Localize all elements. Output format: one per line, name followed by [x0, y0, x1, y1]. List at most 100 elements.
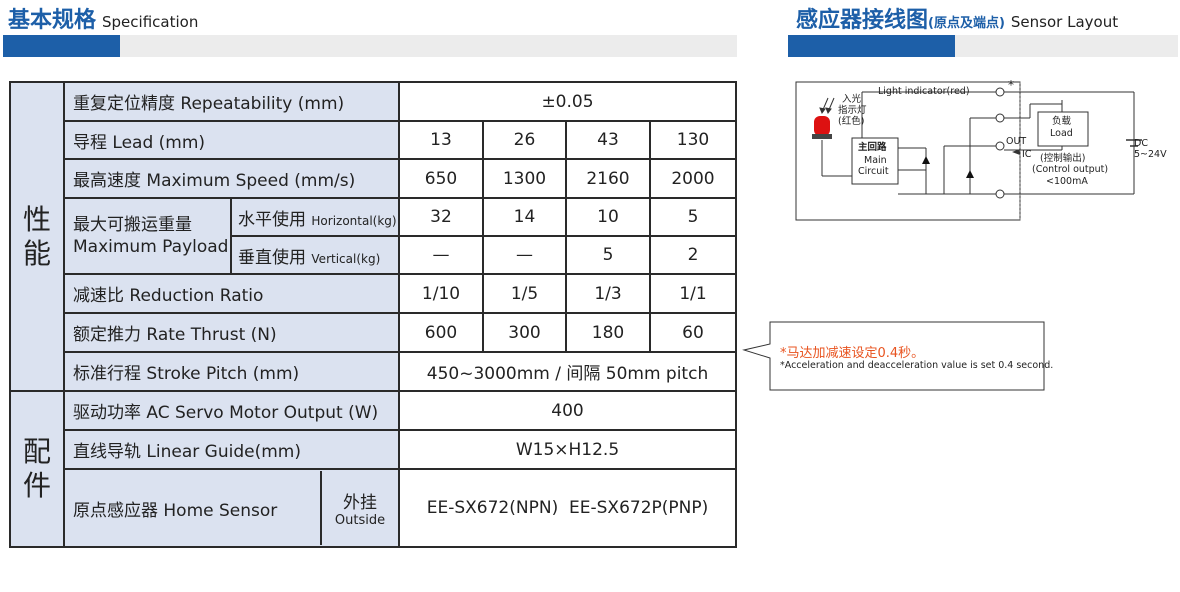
- zener-icon: [966, 170, 974, 178]
- sensor-diagram: Light indicator(red) * 入光 指示灯 (红色) 主回路 M…: [794, 78, 1178, 224]
- table-row: 最大可搬运重量 Maximum Payload 水平使用 Horizontal(…: [10, 197, 737, 275]
- zener-icon: [922, 156, 930, 164]
- table-row: 配 件 驱动功率 AC Servo Motor Output (W) 400: [9, 390, 737, 548]
- speed-value: 1300: [482, 158, 567, 199]
- horizontal-value: 32: [398, 197, 484, 237]
- thrust-value: 180: [565, 312, 651, 353]
- load-cn: 负载: [1052, 116, 1072, 127]
- spec-title: 基本规格 Specification: [8, 2, 198, 34]
- control-output-en: (Control output): [1032, 164, 1109, 175]
- table-row: 垂直使用 Vertical(kg) — — 5 2: [10, 235, 737, 275]
- main-circuit-en1: Main: [864, 155, 887, 166]
- lead-value: 26: [482, 120, 567, 160]
- lead-label: 导程 Lead (mm): [63, 120, 400, 160]
- load-box: [1037, 111, 1089, 147]
- ratio-label: 减速比 Reduction Ratio: [63, 273, 400, 314]
- load-en: Load: [1050, 128, 1073, 139]
- lamp-label-cn2: 指示灯: [838, 105, 867, 116]
- table-row: 导程 Lead (mm) 13 26 43 130: [10, 120, 737, 160]
- table-row: 减速比 Reduction Ratio 1/10 1/5 1/3 1/1: [10, 273, 737, 314]
- section-accessories: 配 件: [9, 390, 65, 548]
- horizontal-label: 水平使用 Horizontal(kg): [230, 197, 400, 237]
- lead-value: 13: [398, 120, 484, 160]
- sensor-title-bar: [788, 35, 1178, 57]
- lead-value: 43: [565, 120, 651, 160]
- terminal-plus: [995, 87, 1005, 97]
- main-circuit-box: [851, 137, 899, 185]
- spec-title-bar: [3, 35, 737, 57]
- note-en: *Acceleration and deacceleration value i…: [780, 360, 1054, 371]
- sensor-label: 原点感应器 Home Sensor 外挂 Outside: [63, 468, 400, 548]
- out-label: OUT: [1006, 136, 1027, 147]
- speed-value: 2160: [565, 158, 651, 199]
- spec-table: 性 能 重复定位精度 Repeatability (mm) ±0.05 导程 L…: [9, 81, 737, 548]
- table-row: 性 能 重复定位精度 Repeatability (mm) ±0.05: [9, 81, 737, 392]
- table-row: 直线导轨 Linear Guide(mm) W15×H12.5: [10, 429, 737, 470]
- payload-label-en: Maximum Payload: [73, 237, 229, 257]
- terminal-l: [995, 113, 1005, 123]
- sensor-title-cn: 感应器接线图: [796, 8, 929, 33]
- lead-value: 130: [649, 120, 737, 160]
- outside-en: Outside: [334, 513, 386, 528]
- payload-label: 最大可搬运重量 Maximum Payload: [63, 197, 232, 275]
- lamp-icon: [814, 116, 830, 136]
- sensor-label-text: 原点感应器 Home Sensor: [73, 500, 278, 521]
- ic-label: IC: [1022, 149, 1032, 160]
- vertical-value: 5: [565, 235, 651, 275]
- outside-cn: 外挂: [343, 493, 377, 513]
- note-callout: [742, 321, 1045, 391]
- lamp-label-cn1: 入光: [842, 94, 862, 105]
- table-row: 原点感应器 Home Sensor 外挂 Outside EE-SX672(NP…: [10, 468, 737, 548]
- thrust-value: 600: [398, 312, 484, 353]
- table-row: 标准行程 Stroke Pitch (mm) 450~3000mm / 间隔 5…: [10, 351, 737, 392]
- current-label: <100mA: [1046, 176, 1088, 187]
- stroke-value: 450~3000mm / 间隔 50mm pitch: [398, 351, 737, 392]
- vertical-value: —: [482, 235, 567, 275]
- spec-title-cn: 基本规格: [8, 8, 97, 33]
- sensor-value: EE-SX672(NPN) EE-SX672P(PNP): [398, 468, 737, 548]
- thrust-value: 300: [482, 312, 567, 353]
- wiring-svg: [795, 81, 1142, 221]
- vertical-value: 2: [649, 235, 737, 275]
- control-output-cn: (控制输出): [1040, 153, 1086, 164]
- section-performance: 性 能: [9, 81, 65, 392]
- horizontal-value: 14: [482, 197, 567, 237]
- table-row: 额定推力 Rate Thrust (N) 600 300 180 60: [10, 312, 737, 353]
- thrust-value: 60: [649, 312, 737, 353]
- lamp-label-cn3: (红色): [838, 116, 865, 127]
- note-cn: *马达加减速设定0.4秒。: [780, 346, 925, 361]
- dc-label: DC: [1134, 138, 1148, 149]
- terminal-minus: [995, 189, 1005, 199]
- ratio-value: 1/1: [649, 273, 737, 314]
- spec-title-en: Specification: [102, 13, 199, 31]
- sensor-box: [795, 81, 1021, 221]
- guide-value: W15×H12.5: [398, 429, 737, 470]
- guide-label: 直线导轨 Linear Guide(mm): [63, 429, 400, 470]
- sensor-layout-title: 感应器接线图(原点及端点) Sensor Layout: [796, 2, 1118, 34]
- terminal-out: [995, 141, 1005, 151]
- main-circuit-cn: 主回路: [858, 142, 887, 153]
- motor-value: 400: [398, 390, 737, 431]
- voltage-label: 5~24V: [1134, 149, 1167, 160]
- light-indicator-label: Light indicator(red): [878, 86, 970, 97]
- payload-label-cn: 最大可搬运重量: [73, 215, 192, 235]
- sensor-title-paren: (原点及端点): [928, 16, 1005, 31]
- ratio-value: 1/3: [565, 273, 651, 314]
- motor-label: 驱动功率 AC Servo Motor Output (W): [63, 390, 400, 431]
- speed-value: 650: [398, 158, 484, 199]
- vertical-value: —: [398, 235, 484, 275]
- repeatability-value: ±0.05: [398, 81, 737, 122]
- ratio-value: 1/5: [482, 273, 567, 314]
- ratio-value: 1/10: [398, 273, 484, 314]
- main-circuit-en2: Circuit: [858, 166, 889, 177]
- speed-label: 最高速度 Maximum Speed (mm/s): [63, 158, 400, 199]
- table-row: 最高速度 Maximum Speed (mm/s) 650 1300 2160 …: [10, 158, 737, 199]
- sensor-title-en: Sensor Layout: [1010, 13, 1119, 31]
- vertical-label: 垂直使用 Vertical(kg): [230, 235, 400, 275]
- repeatability-label: 重复定位精度 Repeatability (mm): [63, 81, 400, 122]
- sensor-outside: 外挂 Outside: [320, 471, 398, 545]
- horizontal-value: 10: [565, 197, 651, 237]
- horizontal-value: 5: [649, 197, 737, 237]
- thrust-label: 额定推力 Rate Thrust (N): [63, 312, 400, 353]
- speed-value: 2000: [649, 158, 737, 199]
